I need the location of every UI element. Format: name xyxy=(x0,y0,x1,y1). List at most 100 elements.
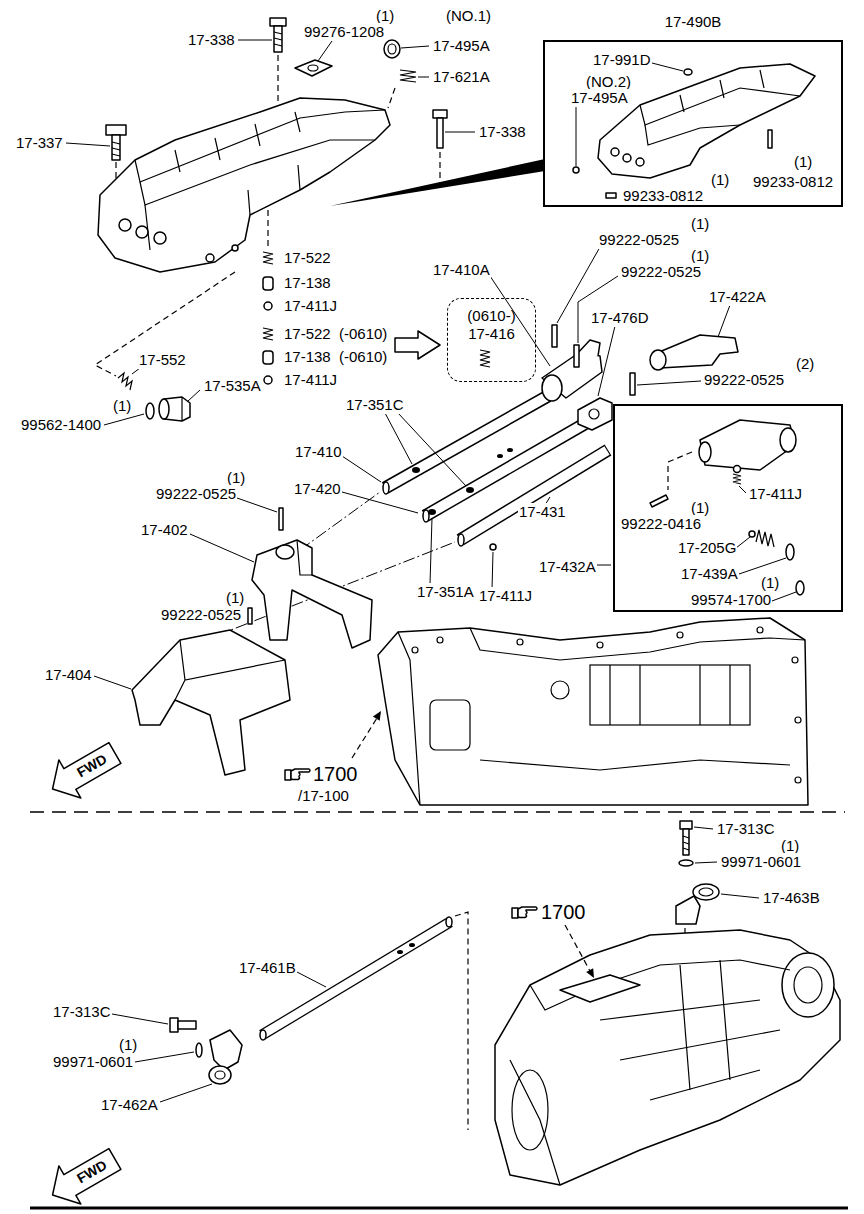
fwd-arrow xyxy=(42,1140,126,1214)
callout-number: 17-410A xyxy=(432,261,491,279)
top-cover xyxy=(119,219,131,231)
reference-arrow xyxy=(565,925,590,971)
transmission-case xyxy=(430,700,470,750)
shift-forks xyxy=(300,492,380,550)
bolts-top xyxy=(308,65,318,71)
shift-rods xyxy=(386,397,547,488)
callout-number: 17-495A xyxy=(432,37,491,55)
callout-number: 99222-0525 xyxy=(703,371,785,389)
transmission-case xyxy=(551,681,569,699)
bolts-top xyxy=(112,142,120,156)
interlock-parts xyxy=(749,531,755,537)
lower-parts xyxy=(196,1043,202,1057)
callout-number: 17-411J xyxy=(478,587,533,605)
top-cover xyxy=(98,98,390,272)
callout-number: (1) xyxy=(112,397,132,415)
lower-parts xyxy=(178,1021,196,1029)
top-cover xyxy=(145,165,300,250)
shift-rods xyxy=(412,467,420,473)
bolts-top xyxy=(388,44,396,54)
callout-number: 17-411J xyxy=(283,371,338,389)
inset-cover xyxy=(768,130,772,148)
top-cover xyxy=(154,232,166,244)
shift-rods xyxy=(383,482,389,494)
transmission-assembly xyxy=(794,967,822,1003)
reference-hand xyxy=(512,908,518,918)
part-number: 17-416 xyxy=(448,325,535,343)
callout-number: 17-422A xyxy=(708,288,767,306)
callout-number: (1) xyxy=(225,589,245,607)
reference-hand xyxy=(285,769,310,780)
top-cover xyxy=(175,112,300,172)
bolts-top xyxy=(274,26,282,52)
shift-rods xyxy=(497,454,503,458)
callout-number: 17-439A xyxy=(680,565,739,583)
transmission-case xyxy=(590,665,750,725)
interlock-parts xyxy=(756,530,774,547)
leader-lines xyxy=(66,40,796,1102)
callout-number: 17-991D xyxy=(592,51,652,69)
shift-rods xyxy=(385,396,548,488)
callout-number: 17-313C xyxy=(716,820,776,838)
plug-parts xyxy=(95,272,235,421)
shift-rods xyxy=(460,450,608,540)
callout-number: 17-522 xyxy=(283,249,332,267)
transmission-assembly xyxy=(510,1060,560,1185)
lower-parts xyxy=(215,1071,225,1079)
shift-rods xyxy=(428,509,436,515)
transmission-case xyxy=(677,632,683,638)
callout-number: 17-522 xyxy=(283,325,332,343)
lower-parts xyxy=(680,821,692,829)
interlock-parts xyxy=(700,420,795,470)
callout-number: 17-138 xyxy=(283,274,332,292)
shift-heads xyxy=(650,350,666,370)
top-cover xyxy=(140,140,375,205)
callout-number: 17-351A xyxy=(416,583,475,601)
shift-heads xyxy=(574,345,579,367)
part-number-heading: 17-432A xyxy=(539,558,596,576)
reference-arrow xyxy=(352,711,381,758)
reference-arrow xyxy=(586,968,594,978)
fwd-arrow xyxy=(42,734,126,808)
top-cover xyxy=(232,245,238,251)
bolts-top xyxy=(439,152,440,185)
detent-parts xyxy=(263,252,273,264)
fwd-arrow xyxy=(42,734,126,808)
shift-heads xyxy=(589,409,599,419)
bolts-top xyxy=(433,110,447,118)
callout-number: (1) xyxy=(690,215,710,233)
callout-number: 17-462A xyxy=(100,1096,159,1114)
callout-number: 1700 xyxy=(312,762,359,786)
bolts-top xyxy=(295,60,332,76)
detent-parts xyxy=(395,331,440,359)
callout-number: 17-431 xyxy=(518,503,567,521)
lower-parts xyxy=(397,950,403,954)
transmission-assembly xyxy=(512,1070,548,1150)
reference-hand xyxy=(518,907,537,918)
bolts-top xyxy=(384,40,400,58)
callout-number: 99233-0812 xyxy=(622,187,704,205)
interlock-parts xyxy=(796,581,804,595)
plug-parts xyxy=(118,373,132,390)
callout-number: (1) xyxy=(710,171,730,189)
callout-number: 17-337 xyxy=(15,134,64,152)
interlock-parts xyxy=(733,474,741,484)
detent-parts xyxy=(267,210,268,248)
callout-number: 17-552 xyxy=(138,351,187,369)
transmission-case xyxy=(378,618,808,805)
inset-cover xyxy=(573,167,579,173)
lower-parts xyxy=(679,860,693,866)
callout-number: 99233-0812 xyxy=(752,173,834,191)
callout-number: (-0610) xyxy=(338,348,388,366)
lower-parts xyxy=(455,912,468,1130)
interlock-parts xyxy=(699,442,711,462)
transmission-case xyxy=(412,647,418,653)
lower-parts xyxy=(683,829,689,855)
bolts-top xyxy=(106,18,447,185)
interlock-parts xyxy=(786,544,794,560)
detail-pointer xyxy=(330,159,545,206)
detent-parts xyxy=(263,328,273,340)
transmission-case xyxy=(398,632,420,805)
transmission-assembly xyxy=(530,960,790,1010)
